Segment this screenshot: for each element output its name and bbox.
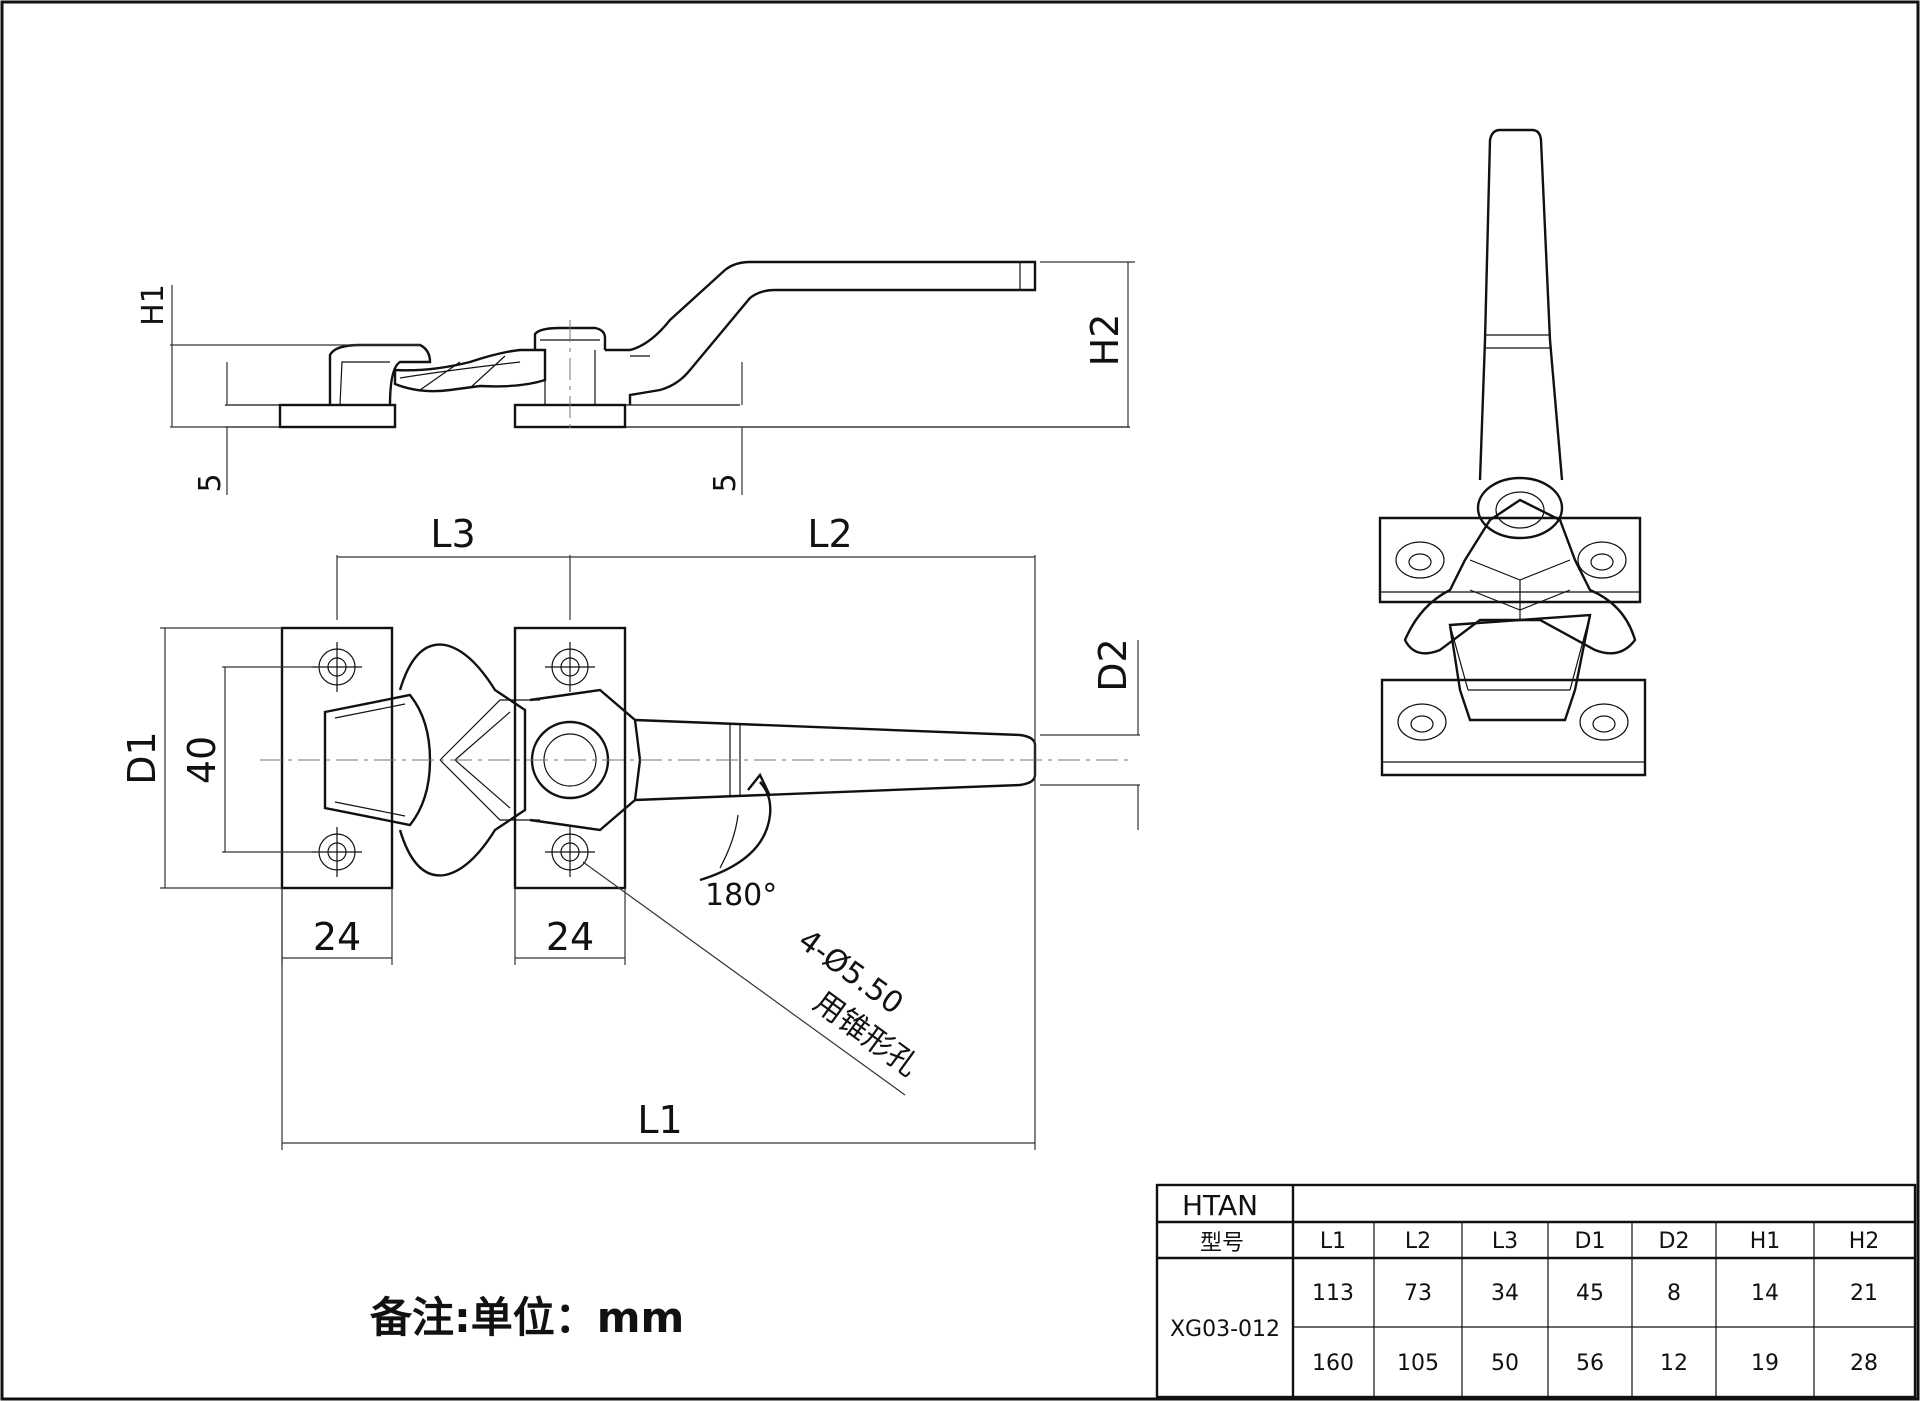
table-cell: 105 — [1397, 1351, 1439, 1376]
col-header: L2 — [1405, 1229, 1431, 1254]
model-value: XG03-012 — [1170, 1317, 1280, 1342]
mounting-holes — [312, 642, 595, 877]
col-header: H2 — [1849, 1229, 1880, 1254]
d2-label: D2 — [1091, 638, 1135, 691]
table-cell: 21 — [1850, 1281, 1878, 1306]
isometric-view — [1378, 128, 1647, 777]
col-header: D1 — [1575, 1229, 1606, 1254]
col-header: L3 — [1492, 1229, 1518, 1254]
table-cell: 45 — [1576, 1281, 1604, 1306]
l2-label: L2 — [807, 512, 852, 556]
side-view: H1 H2 5 5 — [136, 260, 1135, 495]
h1-label: H1 — [136, 284, 171, 326]
five-left-label: 5 — [193, 473, 228, 492]
l1-label: L1 — [637, 1098, 682, 1142]
table-cell: 56 — [1576, 1351, 1604, 1376]
col-header: L1 — [1320, 1229, 1346, 1254]
col-header: D2 — [1659, 1229, 1690, 1254]
table-cell: 73 — [1404, 1281, 1432, 1306]
col-header: H1 — [1750, 1229, 1781, 1254]
twentyfour-left-label: 24 — [313, 915, 361, 959]
table-cell: 28 — [1850, 1351, 1878, 1376]
table-cell: 12 — [1660, 1351, 1688, 1376]
l3-label: L3 — [430, 512, 475, 556]
model-header: 型号 — [1200, 1231, 1244, 1256]
table-cell: 19 — [1751, 1351, 1779, 1376]
twentyfour-right-label: 24 — [546, 915, 594, 959]
h2-label: H2 — [1083, 314, 1127, 367]
brand-label: HTAN — [1182, 1189, 1258, 1222]
forty-label: 40 — [180, 736, 224, 784]
rotation-label: 180° — [705, 878, 777, 913]
table-cell: 160 — [1312, 1351, 1354, 1376]
table-cell: 14 — [1751, 1281, 1779, 1306]
table-cell: 113 — [1312, 1281, 1354, 1306]
d1-label: D1 — [120, 731, 164, 784]
spec-table: HTAN 型号 XG03-012 L1 L2 L3 D1 D2 H1 H2 11… — [1155, 1183, 1917, 1399]
table-cell: 34 — [1491, 1281, 1519, 1306]
table-cell: 8 — [1667, 1281, 1681, 1306]
unit-note: 备注:单位：mm — [370, 1293, 684, 1342]
rotation-arrow-icon — [699, 772, 772, 882]
five-right-label: 5 — [708, 473, 743, 492]
top-view: L3 L2 D1 40 D2 24 24 L1 4-Ø5.50 用 — [120, 512, 1140, 1150]
table-cell: 50 — [1491, 1351, 1519, 1376]
